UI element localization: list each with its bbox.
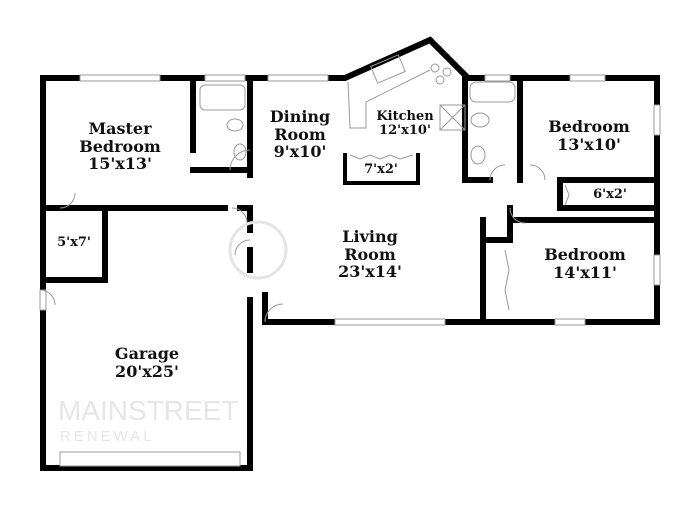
room-size: 14'x11' (553, 262, 617, 282)
room-kitchen: Kitchen 12'x10' (376, 109, 434, 139)
room-closet-master: 5'x7' (57, 235, 91, 250)
room-size: 9'x10' (273, 142, 327, 162)
room-size: 15'x13' (88, 154, 152, 174)
room-name: Living (342, 227, 398, 246)
room-size: 6'x2' (593, 187, 627, 202)
room-name: Room (274, 124, 326, 144)
room-name: Kitchen (376, 109, 434, 124)
room-size: 23'x14' (338, 262, 402, 282)
room-name: Bedroom (548, 117, 630, 136)
watermark-line1: MAINSTREET (58, 395, 239, 426)
room-pantry: 7'x2' (364, 162, 398, 177)
room-name: Garage (114, 344, 180, 363)
watermark-line2: RENEWAL (60, 428, 155, 445)
room-size: 20'x25' (115, 361, 179, 381)
room-bedroom-1: Bedroom 13'x10' (548, 118, 630, 153)
room-size: 5'x7' (57, 235, 91, 250)
room-master-bedroom: Master Bedroom 15'x13' (79, 120, 161, 173)
watermark-logo (228, 220, 288, 280)
room-name: Master (88, 119, 152, 138)
room-name: Bedroom (79, 136, 161, 156)
room-name: Dining (269, 107, 331, 126)
room-garage: Garage 20'x25' (115, 345, 179, 380)
room-dining-room: Dining Room 9'x10' (270, 108, 330, 161)
room-bedroom-2: Bedroom 14'x11' (544, 246, 626, 281)
room-closet-bedroom-1: 6'x2' (593, 187, 627, 202)
room-size: 12'x10' (379, 123, 431, 139)
room-size: 13'x10' (557, 134, 621, 154)
room-name: Bedroom (544, 245, 626, 264)
room-living-room: Living Room 23'x14' (338, 228, 402, 281)
room-name: Room (344, 244, 396, 264)
room-size: 7'x2' (364, 162, 398, 177)
